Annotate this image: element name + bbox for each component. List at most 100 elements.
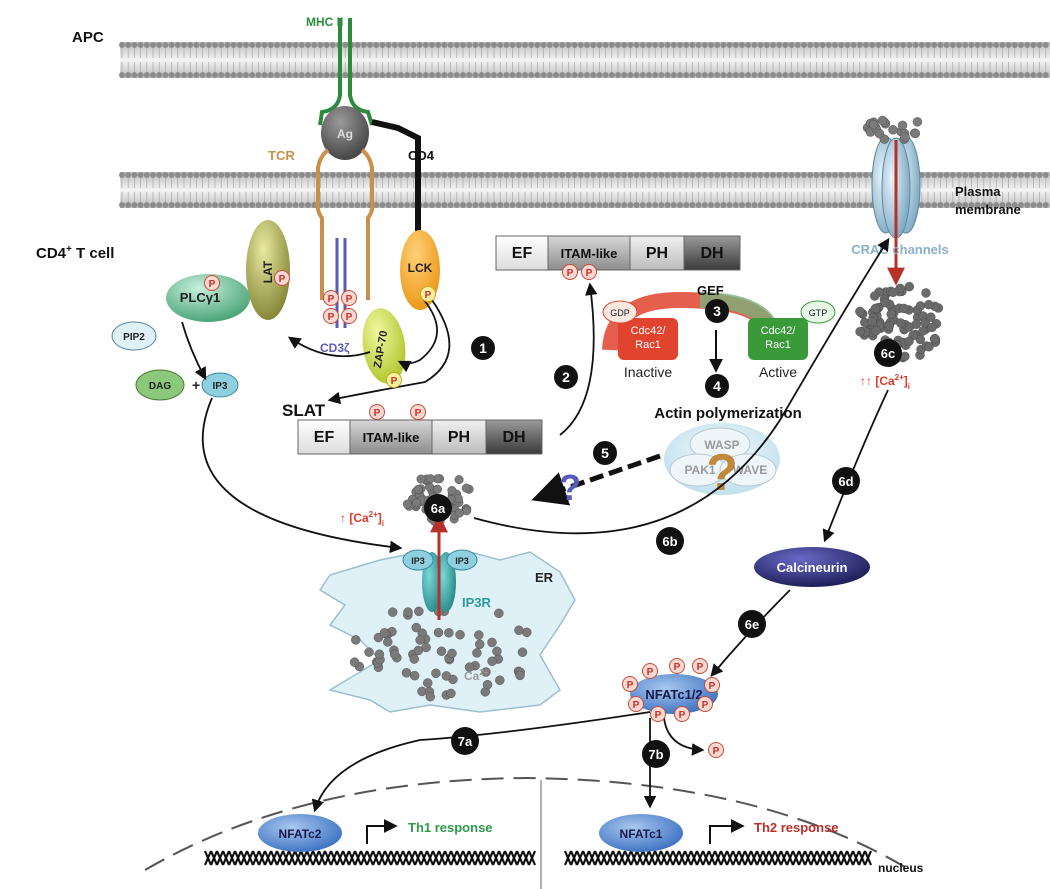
ca-ion bbox=[915, 334, 926, 345]
th1-transcription-arrow bbox=[366, 819, 398, 844]
phospho-label: P bbox=[328, 312, 335, 323]
ca-ion bbox=[411, 622, 421, 633]
crac-label: CRAC channels bbox=[851, 242, 949, 257]
ca-ion bbox=[930, 333, 940, 344]
mhc-label: MHC II bbox=[306, 15, 343, 29]
ca-ion bbox=[870, 291, 880, 301]
nfatc2-label: NFATc2 bbox=[279, 827, 322, 841]
phospho-group bbox=[692, 658, 708, 674]
ip3 bbox=[201, 372, 239, 398]
ca-ion bbox=[447, 486, 457, 496]
ca-ion bbox=[874, 128, 885, 139]
ca-er-label: ↑ [Ca2+]i bbox=[340, 510, 384, 528]
cdc42-active bbox=[748, 318, 808, 360]
step-badge-6e bbox=[738, 610, 766, 638]
gef-label: GEF bbox=[697, 283, 724, 298]
phospho-label: P bbox=[209, 279, 216, 290]
phospho-group bbox=[650, 706, 666, 722]
ca-ion bbox=[415, 635, 425, 645]
phospho-label: P bbox=[674, 662, 681, 673]
ca-ion bbox=[517, 647, 528, 657]
phospho-group bbox=[628, 696, 644, 712]
ca-ion bbox=[364, 647, 374, 657]
step-badge-5 bbox=[593, 441, 617, 465]
ca-ion bbox=[867, 316, 877, 327]
cdc-active-2: Rac1 bbox=[765, 339, 791, 351]
phospho-group bbox=[562, 264, 578, 280]
ca-ion bbox=[899, 303, 909, 314]
step-label: 6b bbox=[662, 534, 677, 549]
plus-label: + bbox=[192, 377, 200, 393]
step-badge-1 bbox=[471, 336, 495, 360]
plasma-membrane-label-2: membrane bbox=[955, 202, 1021, 217]
phospho-group bbox=[341, 290, 357, 306]
phospho-group bbox=[323, 308, 339, 324]
phospho-label: P bbox=[328, 294, 335, 305]
ca-ion bbox=[487, 656, 497, 666]
active-label: Active bbox=[759, 364, 797, 380]
phospho-label: P bbox=[702, 700, 709, 711]
ca-ion bbox=[444, 628, 454, 638]
ip3-bound-left bbox=[402, 549, 434, 571]
phospho-label: P bbox=[633, 700, 640, 711]
ca-ion bbox=[927, 322, 937, 333]
cell-label: CD4+ T cell bbox=[36, 244, 114, 262]
ca-ion bbox=[888, 125, 898, 135]
step-label: 1 bbox=[479, 340, 487, 356]
ca-cytosol-label: ↑↑ [Ca2+]i bbox=[860, 373, 910, 391]
ca-ion bbox=[904, 322, 915, 332]
th2-label: Th2 response bbox=[754, 820, 839, 835]
ca-ion bbox=[374, 649, 385, 659]
ca-ion bbox=[349, 657, 360, 667]
ca-ion bbox=[464, 662, 475, 672]
th2-transcription-arrow bbox=[709, 819, 745, 844]
phospho-group bbox=[341, 308, 357, 324]
ca-ion bbox=[413, 484, 423, 494]
phospho-label: P bbox=[655, 710, 662, 721]
phospho-group bbox=[204, 275, 220, 291]
ca-ion bbox=[475, 639, 485, 649]
phospho-group bbox=[622, 676, 638, 692]
slat-bottom-domain-label: PH bbox=[448, 429, 470, 446]
ca-ion bbox=[454, 508, 464, 518]
wave-label: WAVE bbox=[733, 463, 767, 477]
phospho-label: P bbox=[279, 274, 286, 285]
ca-ion bbox=[351, 635, 361, 645]
slat-top-domain-dh bbox=[683, 235, 741, 271]
ca-ion bbox=[474, 630, 484, 640]
ca-ion bbox=[425, 691, 435, 702]
ca-ion bbox=[413, 645, 424, 656]
ca-ion bbox=[895, 318, 906, 328]
ca-ion bbox=[522, 627, 532, 638]
phospho-group bbox=[386, 372, 402, 388]
slat-bottom-domain-itamlike bbox=[349, 419, 433, 455]
cdc-active-1: Cdc42/ bbox=[761, 325, 797, 337]
pip2 bbox=[111, 321, 157, 351]
ca-ion bbox=[884, 321, 894, 331]
ca-ion bbox=[431, 668, 441, 678]
ca-ion bbox=[880, 297, 890, 308]
step-badge-6b bbox=[656, 527, 684, 555]
cd4-label: CD4 bbox=[408, 148, 435, 163]
slat-top-domain-ph bbox=[629, 235, 685, 271]
ca-ion bbox=[921, 288, 931, 298]
step-badge-6d bbox=[832, 467, 860, 495]
antigen bbox=[321, 106, 369, 160]
phospho-label: P bbox=[567, 268, 574, 279]
nfatc1-label: NFATc1 bbox=[620, 827, 663, 841]
lck-label: LCK bbox=[408, 261, 433, 275]
phospho-label: P bbox=[709, 681, 716, 692]
ca-ion bbox=[447, 648, 457, 659]
step5-question: ? bbox=[559, 467, 581, 508]
ca-ion bbox=[924, 342, 934, 352]
actin-label: Actin polymerization bbox=[654, 405, 802, 422]
plc-gamma1 bbox=[166, 274, 250, 322]
tcr-label: TCR bbox=[268, 148, 295, 163]
er-label: ER bbox=[535, 570, 554, 585]
ca-ion bbox=[495, 675, 505, 685]
phospho-group bbox=[420, 286, 436, 302]
step-label: 7b bbox=[648, 747, 663, 762]
slat-bottom-domain-ph bbox=[431, 419, 487, 455]
